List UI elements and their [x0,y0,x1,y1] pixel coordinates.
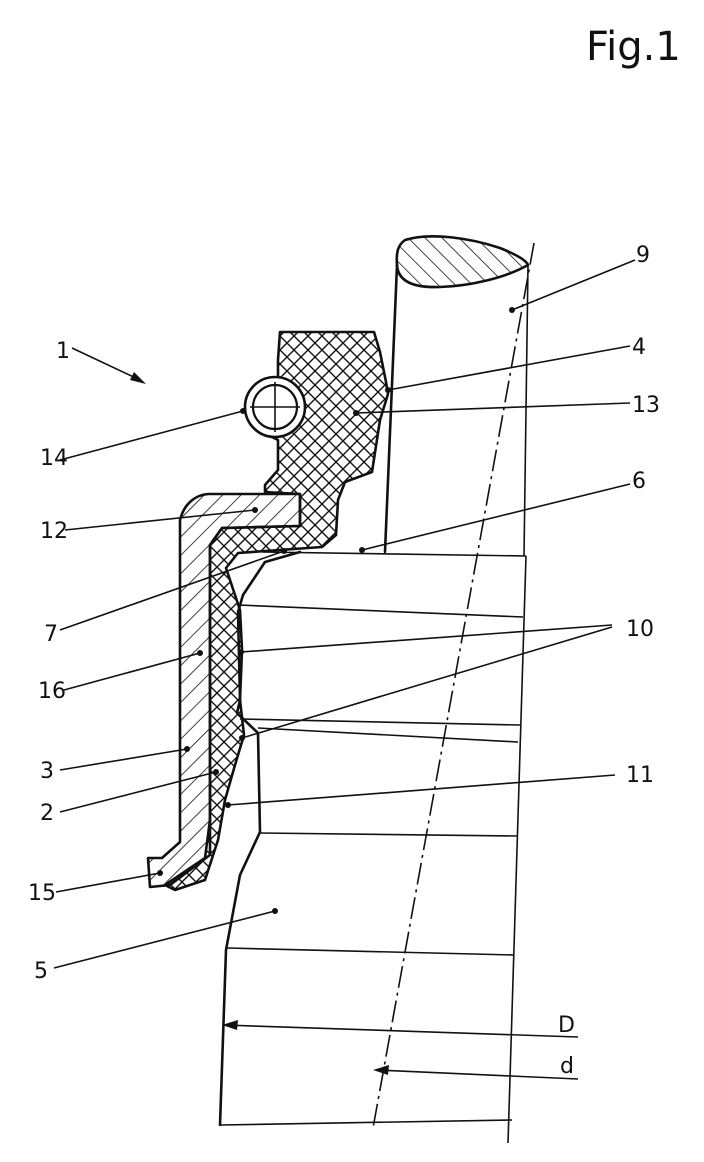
seal-ring-2 [163,330,390,892]
housing-5 [218,550,527,1144]
label-13: 13 [632,393,660,418]
reference-labels: 1 9 4 13 14 6 12 7 10 16 3 11 2 15 5 D d [28,243,660,1079]
leader-lines [53,259,636,969]
label-D: D [558,1013,575,1038]
label-1: 1 [56,339,70,364]
dimension-d [373,1065,579,1080]
label-d: d [560,1054,574,1079]
label-14: 14 [40,446,68,471]
label-6: 6 [632,469,646,494]
spring-14 [243,375,307,439]
label-5: 5 [34,959,48,984]
shaft-9 [383,235,530,557]
label-10: 10 [626,617,654,642]
label-11: 11 [626,763,654,788]
figure-title: Fig.1 [586,24,681,70]
label-16: 16 [38,679,66,704]
label-9: 9 [636,243,650,268]
label-15: 15 [28,881,56,906]
assembly-arrow-1 [71,347,146,384]
label-7: 7 [44,622,58,647]
centre-axis [372,242,535,1129]
label-12: 12 [40,519,68,544]
label-2: 2 [40,801,54,826]
dimension-D [222,1020,579,1038]
label-4: 4 [632,335,646,360]
label-3: 3 [40,759,54,784]
